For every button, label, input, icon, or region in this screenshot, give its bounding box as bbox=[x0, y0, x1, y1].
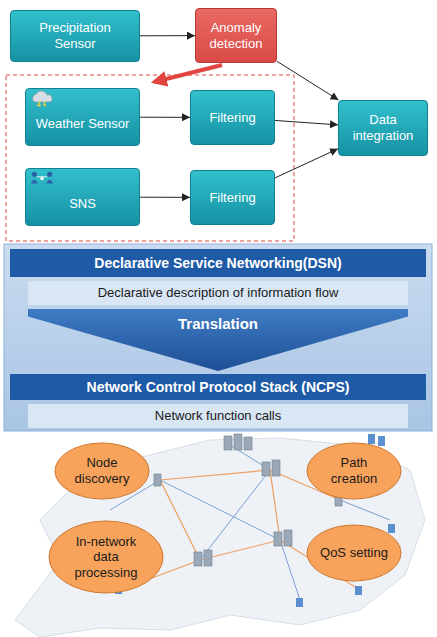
connector-arrow bbox=[140, 117, 190, 118]
sensor-box: Weather Sensor bbox=[25, 88, 140, 146]
node-text: Anomaly detection bbox=[200, 20, 272, 51]
node-text: QoS setting bbox=[320, 545, 388, 561]
node-text: SNS bbox=[69, 196, 96, 212]
node-text: Declarative Service Networking(DSN) bbox=[94, 255, 341, 272]
people-icon bbox=[29, 170, 55, 187]
anomaly-box: Anomaly detection bbox=[195, 8, 277, 63]
sensor-box: SNS bbox=[25, 168, 140, 226]
node-text: Precipitation Sensor bbox=[17, 20, 133, 51]
layer-band: Declarative Service Networking(DSN) bbox=[10, 249, 426, 277]
layer-subband: Network function calls bbox=[28, 404, 408, 428]
translation-arrow: Translation bbox=[28, 309, 408, 371]
integration-box: Data integration bbox=[338, 100, 428, 156]
node-text: Weather Sensor bbox=[36, 116, 130, 132]
function-ellipse: Node discovery bbox=[54, 442, 150, 500]
layer-subband: Declarative description of information f… bbox=[28, 281, 408, 305]
node-text: Network Control Protocol Stack (NCPS) bbox=[87, 379, 350, 396]
trigger-arrow bbox=[154, 65, 222, 82]
node-text: Path creation bbox=[318, 455, 391, 486]
node-text: Network function calls bbox=[155, 408, 281, 424]
dashed-region bbox=[6, 75, 294, 241]
node-text: In-network data processing bbox=[62, 534, 150, 581]
function-ellipse: Path creation bbox=[306, 442, 402, 500]
filter-box: Filtering bbox=[190, 90, 275, 145]
layer-band: Network Control Protocol Stack (NCPS) bbox=[10, 374, 426, 400]
node-text: Data integration bbox=[345, 112, 421, 143]
node-text: Translation bbox=[178, 315, 258, 333]
node-text: Declarative description of information f… bbox=[98, 285, 339, 301]
connector-arrow bbox=[277, 61, 339, 100]
connector-arrow bbox=[275, 120, 338, 124]
node-text: Filtering bbox=[209, 190, 255, 206]
function-ellipse: In-network data processing bbox=[48, 520, 164, 594]
filter-box: Filtering bbox=[190, 170, 275, 225]
stack-frame bbox=[4, 244, 432, 431]
connector-arrow bbox=[140, 197, 190, 198]
function-ellipse: QoS setting bbox=[306, 524, 402, 582]
node-text: Filtering bbox=[209, 110, 255, 126]
node-text: Node discovery bbox=[66, 455, 139, 486]
network-illustration bbox=[15, 434, 425, 637]
connector-arrow bbox=[275, 149, 338, 178]
connector-arrow bbox=[140, 35, 195, 36]
cloud-icon bbox=[29, 90, 55, 107]
sensor-box: Precipitation Sensor bbox=[10, 10, 140, 62]
